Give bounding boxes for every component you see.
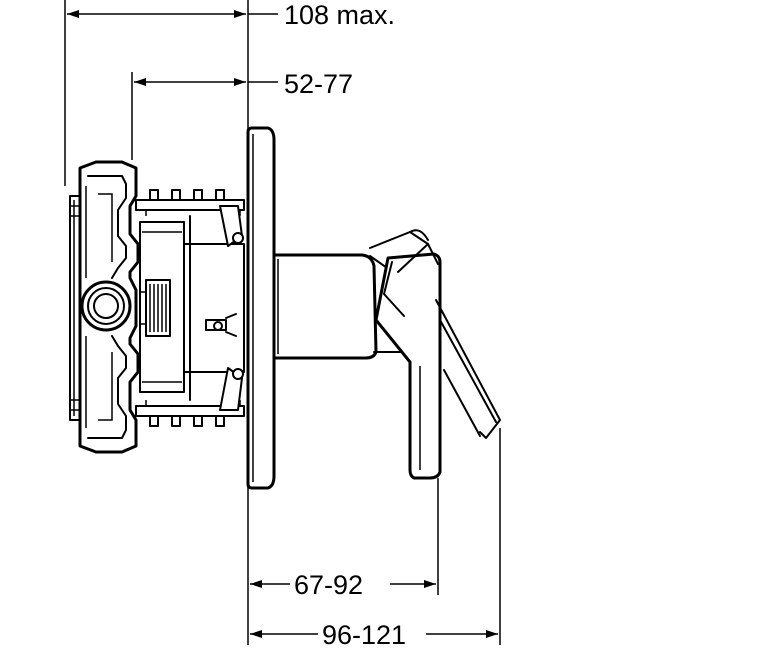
fixing-rails bbox=[135, 189, 245, 427]
handle-projection-label: 67-92 bbox=[294, 570, 363, 600]
lever-solid bbox=[374, 252, 442, 480]
installation-depth-label: 52-77 bbox=[284, 69, 353, 99]
dimension-installation-depth: 52-77 bbox=[131, 69, 353, 160]
total-depth-label: 108 max. bbox=[284, 0, 395, 30]
wall-rosette bbox=[246, 126, 276, 490]
cartridge bbox=[139, 205, 245, 411]
lever-phantom bbox=[369, 229, 501, 439]
dimension-total-depth: 108 max. bbox=[64, 0, 395, 186]
dimension-handle-projection: 67-92 bbox=[247, 478, 439, 645]
water-port bbox=[80, 280, 132, 332]
handle-body bbox=[272, 253, 409, 360]
concealed-body bbox=[69, 160, 245, 454]
dimension-lever-projection: 96-121 bbox=[250, 428, 501, 650]
lever-projection-label: 96-121 bbox=[322, 620, 406, 650]
